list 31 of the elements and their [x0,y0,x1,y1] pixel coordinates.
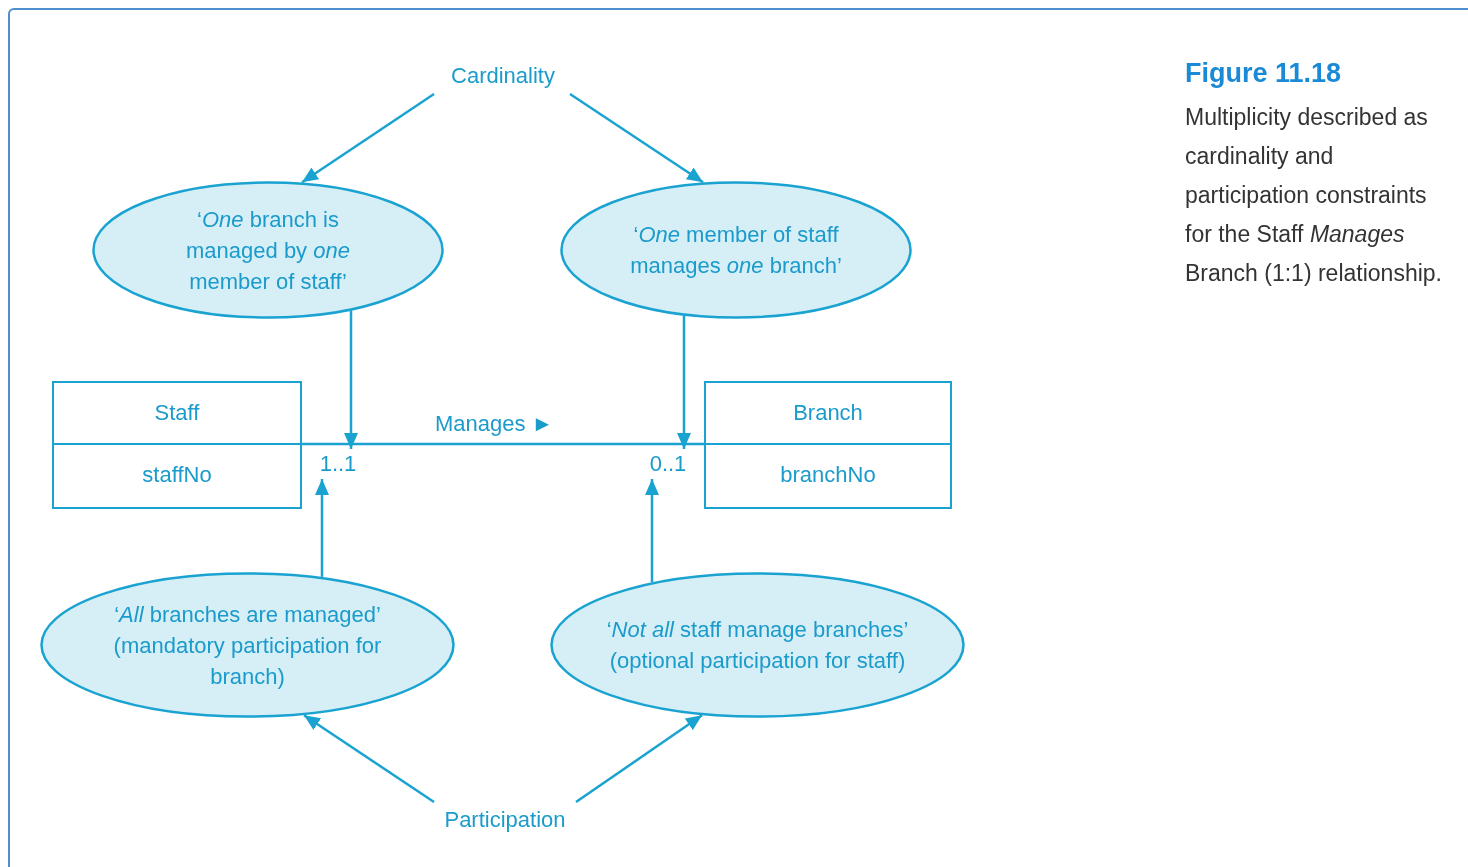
figure-caption: Multiplicity described as cardinality and participation constraints for the Staff Manages Branch (1:1) relationship. [1185,103,1443,288]
constraint-text: ‘One branch is managed by one member of staff’ [185,205,351,296]
class-box [704,381,952,509]
constraint-ellipse [92,181,444,319]
arrow [575,714,703,804]
figure-title: Figure 11.18 [1185,58,1342,89]
constraint-text: ‘Not all staff manage branches’ [606,616,909,644]
class-box [52,381,302,509]
arrow [301,92,435,184]
constraint-text: (optional participation for staff) [609,647,906,675]
constraint-ellipse [40,572,455,718]
attribute-name: branchNo [706,443,950,505]
arrow [645,479,659,583]
constraint-ellipse [560,181,912,319]
constraint-ellipse [550,572,965,718]
arrow [303,714,435,804]
arrow [569,92,704,184]
annotation-text: Participation [422,802,588,838]
annotation-text: 0..1 [645,449,691,479]
constraint-text: (mandatory participation for branch) [112,631,383,691]
constraint-text: ‘All branches are managed’ [114,600,381,629]
class-name: Branch [792,399,864,427]
arrow [315,479,329,577]
arrow [677,315,691,449]
annotation-text: Cardinality [432,58,574,94]
annotation-text: 1..1 [316,449,360,479]
attribute-name: staffNo [54,443,300,505]
arrow [344,310,358,449]
association-line [302,442,704,446]
class-name: Staff [153,399,201,427]
constraint-text: ‘One member of staff manages one branch’ [629,221,843,280]
